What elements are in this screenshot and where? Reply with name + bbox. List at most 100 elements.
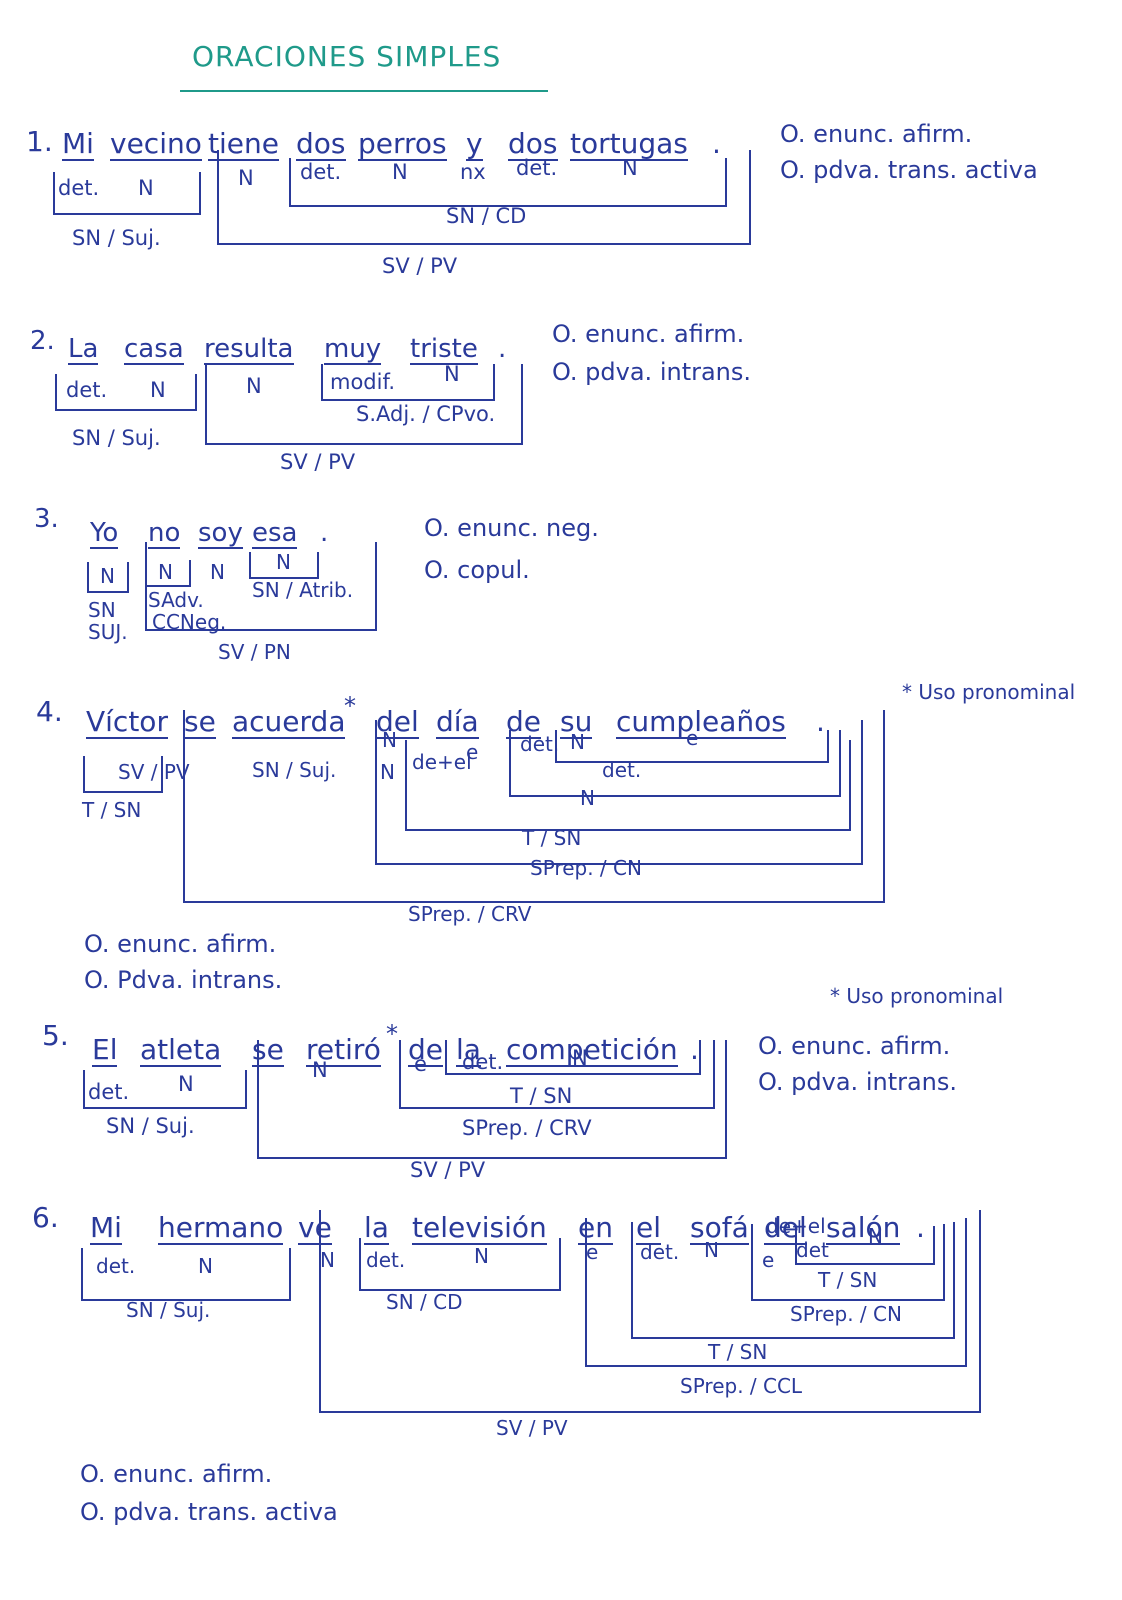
constituent-label: det. bbox=[520, 732, 560, 756]
constituent-bracket bbox=[249, 552, 319, 579]
constituent-label: N bbox=[100, 564, 115, 588]
constituent-bracket bbox=[217, 150, 751, 245]
constituent-label: det. bbox=[58, 176, 100, 200]
constituent-label: SPrep. / CN bbox=[790, 1302, 902, 1326]
sentence-word: muy bbox=[324, 334, 382, 365]
sentence-classification: O. pdva. trans. activa bbox=[80, 1498, 338, 1526]
constituent-label: N bbox=[198, 1254, 213, 1278]
constituent-bracket bbox=[83, 756, 163, 793]
pronominal-note: * Uso pronominal bbox=[902, 680, 1076, 704]
constituent-label: det. bbox=[300, 160, 342, 184]
constituent-label: de+el bbox=[766, 1214, 826, 1238]
sentence-number: 4. bbox=[36, 695, 63, 728]
sentence-period: . bbox=[712, 127, 721, 160]
sentence-classification: O. enunc. afirm. bbox=[780, 120, 973, 148]
sentence-classification: O. pdva. intrans. bbox=[758, 1068, 958, 1096]
constituent-bracket bbox=[375, 720, 863, 865]
constituent-label: N bbox=[572, 1046, 588, 1070]
sentence-classification: O. enunc. afirm. bbox=[552, 320, 745, 348]
sentence-word: acuerda bbox=[232, 705, 346, 739]
constituent-label: N bbox=[150, 378, 166, 402]
sentence-word: soy bbox=[198, 518, 243, 549]
constituent-label: SN / Suj. bbox=[126, 1298, 211, 1322]
constituent-bracket bbox=[405, 740, 851, 831]
constituent-label: SAdv. bbox=[148, 588, 204, 612]
constituent-label: SN / CD bbox=[386, 1290, 463, 1314]
sentence-word: Víctor bbox=[86, 705, 168, 739]
constituent-label: SN / Suj. bbox=[106, 1114, 195, 1138]
sentence-word: El bbox=[92, 1033, 118, 1067]
sentence-number: 1. bbox=[26, 125, 53, 158]
constituent-label: N bbox=[622, 156, 638, 180]
sentence-classification: O. enunc. afirm. bbox=[758, 1032, 951, 1060]
pronominal-note: * Uso pronominal bbox=[830, 984, 1004, 1008]
sentence-period: . bbox=[320, 518, 329, 548]
constituent-label: det bbox=[796, 1238, 829, 1262]
sentence-word: se bbox=[252, 1033, 284, 1067]
constituent-label: SN / Suj. bbox=[72, 426, 161, 450]
constituent-label: det. bbox=[640, 1240, 680, 1264]
sentence-word: día bbox=[436, 705, 479, 739]
sentence-word: casa bbox=[124, 334, 184, 365]
constituent-label: T / SN bbox=[82, 798, 142, 822]
constituent-bracket bbox=[205, 364, 523, 445]
constituent-label: N bbox=[380, 760, 395, 784]
constituent-label: det. bbox=[516, 156, 558, 180]
sentence-word: dos bbox=[508, 127, 558, 161]
constituent-label: SV / PV bbox=[382, 254, 458, 278]
constituent-label: det. bbox=[366, 1248, 406, 1272]
sentence-word: la bbox=[456, 1033, 481, 1067]
constituent-label: N bbox=[138, 176, 154, 200]
constituent-label: det. bbox=[462, 1050, 504, 1074]
sentence-word: la bbox=[364, 1211, 389, 1245]
constituent-label: e bbox=[414, 1052, 427, 1076]
constituent-label: e bbox=[686, 726, 699, 750]
sentence-word: Mi bbox=[90, 1211, 122, 1245]
constituent-label: SN / CD bbox=[446, 204, 527, 228]
constituent-label: SN / Suj. bbox=[72, 226, 161, 250]
sentence-classification: O. enunc. afirm. bbox=[80, 1460, 273, 1488]
constituent-label: N bbox=[704, 1238, 719, 1262]
sentence-word: retiró bbox=[306, 1033, 381, 1067]
constituent-bracket bbox=[399, 1040, 715, 1109]
sentence-word: el bbox=[636, 1211, 662, 1245]
sentence-word: del bbox=[376, 705, 419, 739]
sentence-word: de bbox=[408, 1033, 443, 1067]
constituent-bracket bbox=[585, 1218, 967, 1367]
constituent-label: det. bbox=[88, 1080, 130, 1104]
sentence-number: 2. bbox=[30, 326, 55, 356]
constituent-label: N bbox=[246, 374, 262, 398]
sentence-word: del bbox=[764, 1211, 807, 1245]
sentence-classification: O. pdva. intrans. bbox=[552, 358, 752, 386]
constituent-label: SV / PV bbox=[496, 1416, 568, 1440]
asterisk-mark: * bbox=[386, 1020, 398, 1048]
sentence-period: . bbox=[816, 705, 825, 738]
sentence-word: perros bbox=[358, 127, 447, 161]
sentence-word: competición bbox=[506, 1033, 678, 1067]
sentence-word: Yo bbox=[90, 518, 119, 549]
sentence-word: se bbox=[184, 705, 216, 739]
constituent-label: S.Adj. / CPvo. bbox=[356, 402, 496, 426]
constituent-label: N bbox=[158, 560, 173, 584]
constituent-bracket bbox=[631, 1222, 955, 1339]
sentence-word: dos bbox=[296, 127, 346, 161]
constituent-label: e bbox=[762, 1248, 775, 1272]
sentence-word: en bbox=[578, 1211, 613, 1245]
sentence-classification: O. enunc. neg. bbox=[424, 514, 599, 542]
asterisk-mark: * bbox=[344, 692, 356, 720]
constituent-bracket bbox=[555, 730, 829, 763]
sentence-word: tiene bbox=[208, 127, 279, 161]
sentence-period: . bbox=[690, 1033, 699, 1066]
constituent-label: N bbox=[474, 1244, 489, 1268]
sentence-word: tortugas bbox=[570, 127, 688, 161]
constituent-label: T / SN bbox=[522, 826, 582, 850]
sentence-classification: O. enunc. afirm. bbox=[84, 930, 277, 958]
sentence-word: Mi bbox=[62, 127, 94, 161]
constituent-label: SPrep. / CRV bbox=[408, 902, 532, 926]
sentence-classification: O. copul. bbox=[424, 556, 530, 584]
constituent-label: CCNeg. bbox=[152, 610, 227, 634]
constituent-bracket bbox=[751, 1224, 945, 1301]
constituent-label: modif. bbox=[330, 370, 396, 394]
constituent-label: SPrep. / CN bbox=[530, 856, 642, 880]
sentence-word: ve bbox=[298, 1211, 332, 1245]
